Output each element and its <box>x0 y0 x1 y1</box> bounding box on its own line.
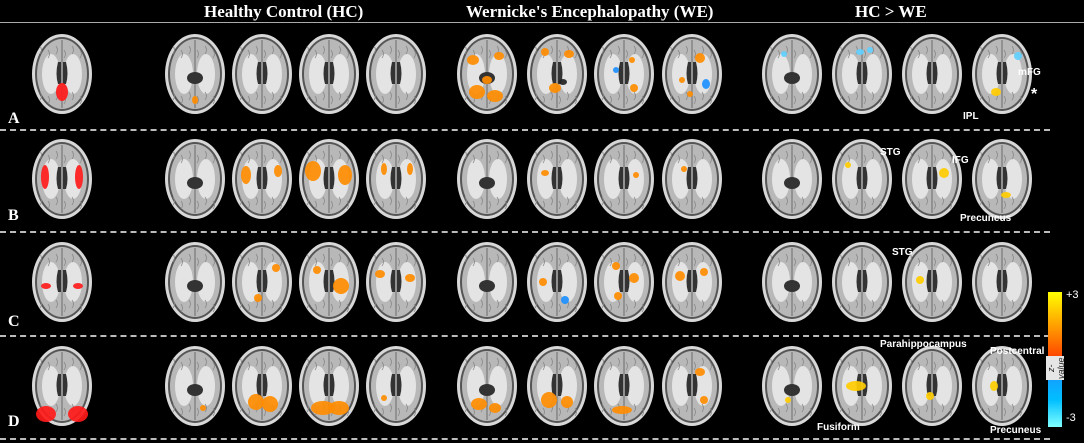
brain-slice-r4-c9 <box>662 346 722 426</box>
brain-slice-r2-c6 <box>457 139 517 219</box>
brain-slice-r1-c8 <box>594 34 654 114</box>
label-ipl: IPL <box>963 111 979 122</box>
label-parahippocampus: Parahippocampus <box>880 339 967 350</box>
brain-slice-r1-c7 <box>527 34 587 114</box>
brain-slice-r3-c12 <box>902 242 962 322</box>
brain-slice-r2-c2 <box>165 139 225 219</box>
separator-4 <box>0 438 1050 440</box>
header-rule <box>0 22 1084 23</box>
brain-slice-r2-c12 <box>902 139 962 219</box>
brain-slice-r3-c7 <box>527 242 587 322</box>
brain-slice-r3-c13 <box>972 242 1032 322</box>
header-diff: HC > WE <box>855 2 927 21</box>
brain-slice-r2-c3 <box>232 139 292 219</box>
brain-slice-r1-c13 <box>972 34 1032 114</box>
brain-slice-r4-c5 <box>366 346 426 426</box>
label-fusiform: Fusiform <box>817 422 860 433</box>
brain-slice-r4-c8 <box>594 346 654 426</box>
label-star: * <box>1031 86 1038 103</box>
brain-slice-r3-c8 <box>594 242 654 322</box>
brain-slice-r1-c11 <box>832 34 892 114</box>
label-ifg: IFG <box>952 155 969 166</box>
brain-slice-r3-c9 <box>662 242 722 322</box>
label-mfg: mFG <box>1018 67 1041 78</box>
brain-slice-r1-c4 <box>299 34 359 114</box>
brain-slice-r1-c5 <box>366 34 426 114</box>
brain-slice-r2-c11 <box>832 139 892 219</box>
label-precuneus-d: Precuneus <box>990 425 1042 436</box>
row-label-d: D <box>8 413 20 430</box>
brain-slice-r4-c6 <box>457 346 517 426</box>
brain-slice-r4-c10 <box>762 346 822 426</box>
brain-slice-r4-c7 <box>527 346 587 426</box>
brain-slice-r1-c1 <box>32 34 92 114</box>
brain-slice-r3-c11 <box>832 242 892 322</box>
brain-slice-r1-c3 <box>232 34 292 114</box>
brain-slice-r4-c12 <box>902 346 962 426</box>
brain-slice-r2-c5 <box>366 139 426 219</box>
brain-slice-r2-c7 <box>527 139 587 219</box>
brain-slice-r3-c5 <box>366 242 426 322</box>
brain-slice-r2-c13 <box>972 139 1032 219</box>
brain-slice-r2-c4 <box>299 139 359 219</box>
brain-slice-r1-c6 <box>457 34 517 114</box>
brain-slice-r3-c3 <box>232 242 292 322</box>
brain-slice-r1-c12 <box>902 34 962 114</box>
brain-slice-r2-c9 <box>662 139 722 219</box>
brain-slice-r2-c1 <box>32 139 92 219</box>
brain-slice-r3-c4 <box>299 242 359 322</box>
separator-3 <box>0 335 1050 337</box>
colorbar-label: z-value <box>1046 356 1066 380</box>
brain-slice-r3-c1 <box>32 242 92 322</box>
brain-slice-r2-c10 <box>762 139 822 219</box>
label-stg-b: STG <box>880 147 901 158</box>
separator-1 <box>0 129 1050 131</box>
row-label-a: A <box>8 110 20 127</box>
brain-slice-r4-c4 <box>299 346 359 426</box>
row-label-b: B <box>8 207 19 224</box>
row-label-c: C <box>8 313 20 330</box>
label-stg-c: STG <box>892 247 913 258</box>
brain-slice-r3-c6 <box>457 242 517 322</box>
separator-2 <box>0 231 1050 233</box>
brain-slice-r4-c1 <box>32 346 92 426</box>
brain-slice-r4-c13 <box>972 346 1032 426</box>
brain-slice-r1-c9 <box>662 34 722 114</box>
colorbar-max: +3 <box>1066 289 1079 301</box>
brain-slice-r2-c8 <box>594 139 654 219</box>
brain-slice-r3-c10 <box>762 242 822 322</box>
colorbar-min: -3 <box>1066 412 1076 424</box>
brain-slice-r4-c3 <box>232 346 292 426</box>
brain-slice-r4-c11 <box>832 346 892 426</box>
brain-slice-r1-c10 <box>762 34 822 114</box>
header-we: Wernicke's Encephalopathy (WE) <box>466 2 714 21</box>
brain-slice-r1-c2 <box>165 34 225 114</box>
label-precuneus-b: Precuneus <box>960 213 1012 224</box>
label-postcentral: Postcentral <box>990 346 1045 357</box>
brain-slice-r3-c2 <box>165 242 225 322</box>
brain-slice-r4-c2 <box>165 346 225 426</box>
header-hc: Healthy Control (HC) <box>204 2 364 21</box>
